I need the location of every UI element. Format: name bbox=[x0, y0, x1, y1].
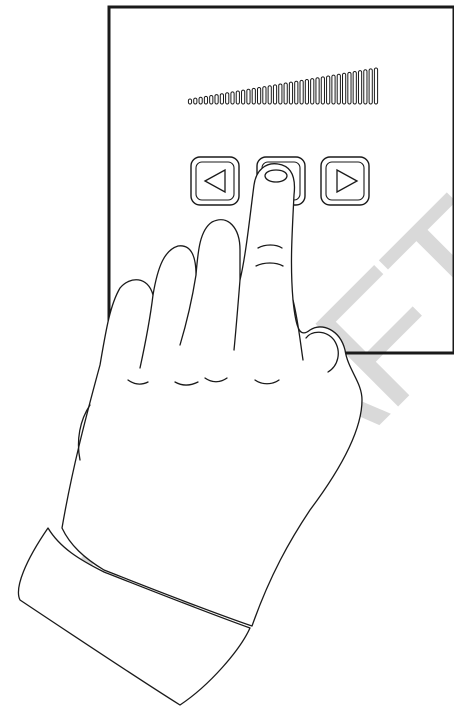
level-bar bbox=[267, 85, 272, 105]
level-bar bbox=[304, 79, 310, 105]
level-bar bbox=[331, 74, 336, 105]
triangle-right-icon bbox=[336, 168, 359, 194]
level-bar bbox=[209, 94, 214, 105]
knuckle-crease-3 bbox=[127, 379, 149, 385]
level-bar bbox=[246, 88, 251, 105]
level-bar bbox=[342, 72, 347, 105]
finger-line-1 bbox=[139, 294, 154, 369]
level-bar bbox=[363, 69, 368, 105]
level-bar bbox=[203, 95, 209, 105]
sleeve-cuff bbox=[17, 527, 251, 706]
finger-line-2 bbox=[179, 274, 197, 346]
level-bar bbox=[198, 96, 203, 105]
hand-palm bbox=[61, 163, 363, 627]
level-bar bbox=[368, 68, 373, 105]
level-bar bbox=[193, 97, 198, 105]
thumb bbox=[305, 331, 339, 373]
level-bar bbox=[272, 84, 278, 105]
level-bar bbox=[288, 81, 294, 105]
knuckle-crease-4 bbox=[174, 381, 199, 386]
increase-button[interactable] bbox=[320, 156, 370, 206]
level-bar bbox=[230, 91, 235, 105]
level-bar bbox=[278, 83, 283, 105]
fingernail bbox=[264, 169, 288, 183]
decrease-button[interactable] bbox=[190, 156, 240, 206]
level-bar bbox=[294, 80, 299, 105]
knuckle-crease-1 bbox=[257, 244, 283, 249]
level-bar bbox=[352, 71, 357, 105]
level-indicator bbox=[187, 67, 379, 105]
level-bar bbox=[225, 92, 230, 105]
level-bar bbox=[262, 86, 267, 105]
level-bar bbox=[299, 79, 304, 105]
triangle-left-icon bbox=[203, 168, 226, 194]
knuckle-crease-5 bbox=[204, 377, 228, 383]
finger-line-4 bbox=[292, 299, 304, 361]
level-bar bbox=[241, 89, 246, 105]
level-bar bbox=[219, 93, 224, 105]
level-bar bbox=[357, 70, 363, 105]
level-bar bbox=[251, 87, 256, 105]
level-bar bbox=[373, 67, 379, 105]
level-bar bbox=[310, 78, 315, 105]
level-bar bbox=[320, 76, 325, 105]
level-bar bbox=[315, 77, 320, 105]
level-bar bbox=[336, 73, 341, 105]
level-bar bbox=[235, 90, 240, 105]
hand-illustration bbox=[17, 163, 363, 706]
level-bar bbox=[347, 71, 352, 105]
level-bar bbox=[283, 82, 288, 105]
level-bar bbox=[326, 75, 331, 105]
level-bar bbox=[256, 86, 262, 105]
knuckle-crease-2 bbox=[255, 262, 284, 267]
knuckle-crease-6 bbox=[254, 379, 280, 385]
knuckle-crease-7 bbox=[77, 404, 91, 461]
level-bar bbox=[187, 98, 193, 105]
finger-line-3 bbox=[233, 279, 241, 351]
level-bar bbox=[214, 94, 219, 105]
